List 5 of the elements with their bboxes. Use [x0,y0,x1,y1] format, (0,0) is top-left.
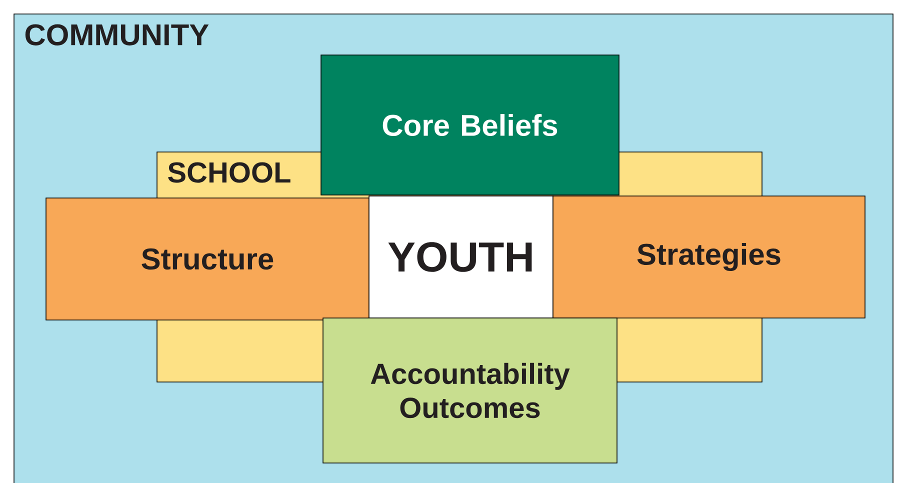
structure-box: Structure [46,198,370,320]
youth-box: YOUTH [368,196,554,318]
core-box: Core Beliefs [320,54,620,196]
outcomes-box: Accountability Outcomes [322,318,618,464]
strategies-box: Strategies [552,196,866,318]
